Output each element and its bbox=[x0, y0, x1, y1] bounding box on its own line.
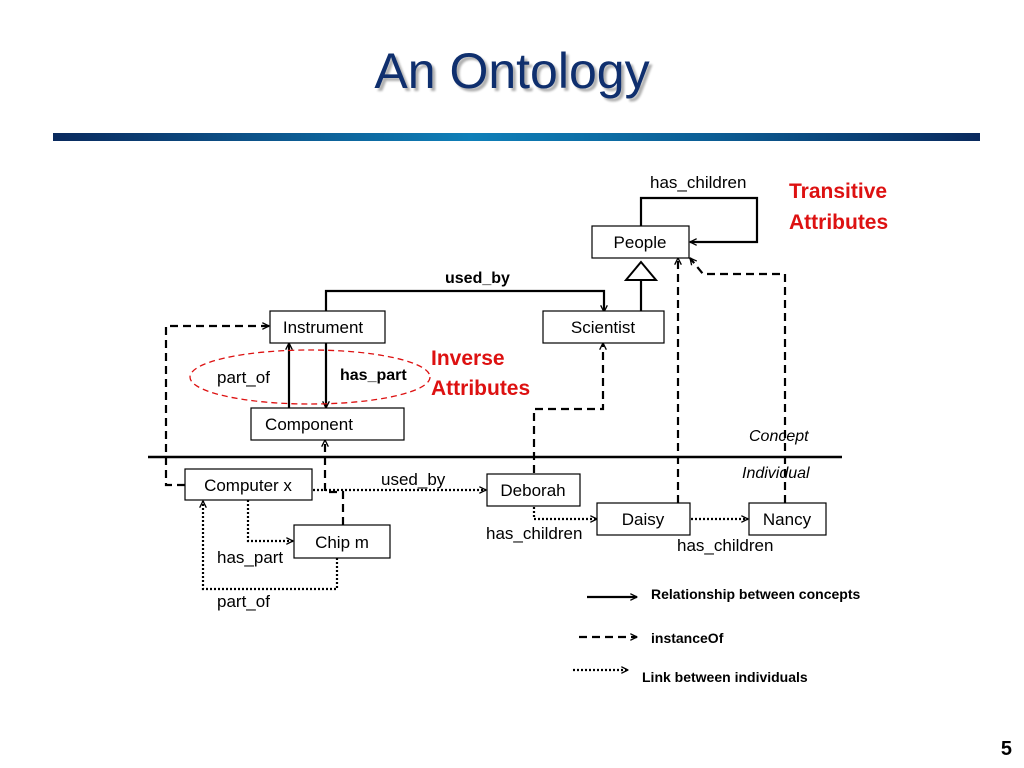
node-computer-x-label: Computer x bbox=[204, 476, 292, 495]
has-children-deborah-edge bbox=[532, 507, 597, 519]
used-by-individual-label: used_by bbox=[381, 470, 446, 489]
individual-region-label: Individual bbox=[742, 465, 810, 482]
transitive-attributes-line1: Transitive bbox=[789, 180, 887, 203]
part-of-individual-edge bbox=[203, 501, 339, 591]
has-children-deborah-label: has_children bbox=[486, 524, 582, 543]
used-by-concept-label: used_by bbox=[445, 270, 510, 287]
node-daisy[interactable]: Daisy bbox=[596, 502, 691, 536]
used-by-concept-edge bbox=[324, 289, 604, 314]
legend-solid-label: Relationship between concepts bbox=[651, 586, 860, 602]
node-instrument-label: Instrument bbox=[283, 318, 364, 337]
part-of-individual-label: part_of bbox=[217, 592, 270, 611]
has-part-individual-edge bbox=[246, 500, 293, 541]
node-nancy-label: Nancy bbox=[763, 510, 812, 529]
node-people-label: People bbox=[614, 233, 667, 252]
node-component[interactable]: Component bbox=[250, 407, 405, 441]
node-scientist[interactable]: Scientist bbox=[542, 310, 665, 344]
node-computer-x[interactable]: Computer x bbox=[184, 468, 313, 501]
legend-dashed-label: instanceOf bbox=[651, 630, 724, 646]
node-nancy[interactable]: Nancy bbox=[748, 502, 827, 536]
computer-instance-of-edge bbox=[164, 326, 269, 487]
node-daisy-label: Daisy bbox=[622, 510, 665, 529]
subclass-triangle-icon bbox=[623, 260, 659, 281]
node-component-label: Component bbox=[265, 415, 353, 434]
has-children-concept-label: has_children bbox=[650, 173, 746, 192]
chip-instance-of-edge bbox=[325, 440, 345, 525]
inverse-attributes-line1: Inverse bbox=[431, 347, 505, 370]
node-deborah[interactable]: Deborah bbox=[486, 473, 581, 507]
part-of-concept-label: part_of bbox=[217, 368, 270, 387]
transitive-attributes-line2: Attributes bbox=[789, 211, 888, 234]
inverse-attributes-line2: Attributes bbox=[431, 377, 530, 400]
has-part-concept-label: has_part bbox=[340, 367, 407, 384]
has-part-individual-label: has_part bbox=[217, 548, 283, 567]
node-scientist-label: Scientist bbox=[571, 318, 636, 337]
node-deborah-label: Deborah bbox=[500, 481, 565, 500]
inverse-attributes-highlight bbox=[189, 349, 431, 405]
node-chip-m-label: Chip m bbox=[315, 533, 369, 552]
deborah-instance-of-edge bbox=[532, 343, 603, 473]
node-people[interactable]: People bbox=[591, 225, 690, 259]
has-children-self-loop bbox=[639, 196, 759, 242]
legend-dotted-label: Link between individuals bbox=[642, 669, 808, 685]
has-children-daisy-label: has_children bbox=[677, 536, 773, 555]
page-number: 5 bbox=[1000, 738, 1012, 760]
title-divider bbox=[53, 133, 980, 141]
concept-region-label: Concept bbox=[749, 428, 809, 445]
node-chip-m[interactable]: Chip m bbox=[293, 524, 391, 559]
slide-title: An Ontology bbox=[374, 43, 650, 99]
node-instrument[interactable]: Instrument bbox=[269, 310, 386, 344]
